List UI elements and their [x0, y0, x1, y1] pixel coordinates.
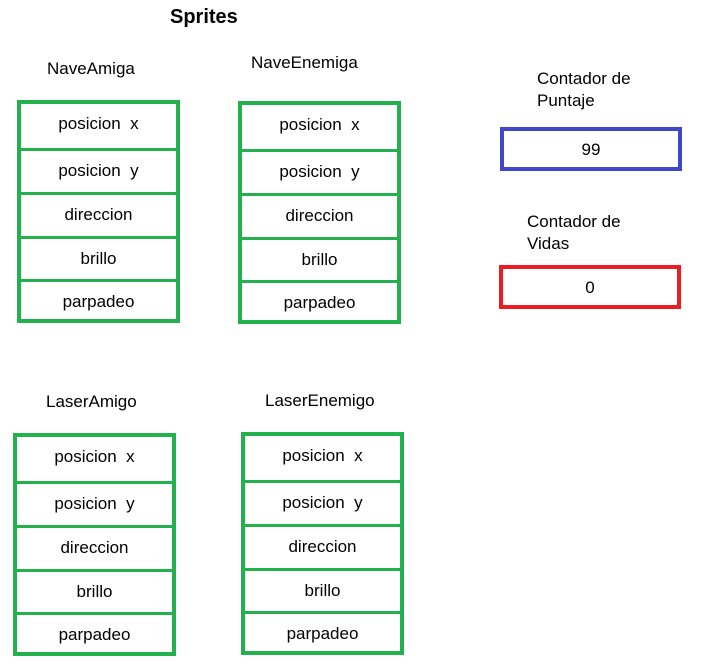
lives-counter-box: 0	[499, 265, 681, 309]
lives-counter-label-line2: Vidas	[527, 234, 570, 253]
field-posicion-x: posicion x	[282, 446, 363, 465]
field-parpadeo: parpadeo	[21, 279, 176, 323]
score-counter-label-line1: Contador de	[537, 69, 631, 88]
field-posicion-x: posicion x	[58, 114, 139, 133]
sprite-box-laser-enemigo: posicion x posicion y direccion brillo p…	[241, 432, 404, 655]
field-parpadeo: parpadeo	[245, 611, 400, 655]
field-brillo: brillo	[242, 237, 397, 281]
field-posicion-y: posicion y	[17, 481, 172, 525]
field-posicion-x: posicion x	[54, 447, 135, 466]
field-posicion-y: posicion y	[245, 480, 400, 524]
score-value: 99	[581, 140, 601, 159]
sprite-name-nave-enemiga: NaveEnemiga	[251, 53, 358, 72]
field-direccion: direccion	[242, 193, 397, 237]
field-direccion: direccion	[17, 525, 172, 569]
sprite-box-nave-amiga: posicion x posicion y direccion brillo p…	[17, 100, 180, 323]
field-posicion-x: posicion x	[279, 115, 360, 134]
lives-value: 0	[585, 278, 595, 297]
sprite-box-nave-enemiga: posicion x posicion y direccion brillo p…	[238, 101, 401, 324]
lives-counter-label-line1: Contador de	[527, 212, 621, 231]
score-counter-label: Contador de Puntaje	[537, 68, 631, 112]
diagram-title: Sprites	[170, 6, 238, 28]
field-parpadeo: parpadeo	[17, 612, 172, 656]
field-posicion-y: posicion y	[21, 148, 176, 192]
field-brillo: brillo	[21, 236, 176, 280]
field-direccion: direccion	[21, 192, 176, 236]
field-direccion: direccion	[245, 524, 400, 568]
field-posicion-y: posicion y	[242, 149, 397, 193]
field-parpadeo: parpadeo	[242, 280, 397, 324]
score-counter-box: 99	[500, 127, 682, 171]
sprite-name-nave-amiga: NaveAmiga	[47, 59, 135, 78]
score-counter-label-line2: Puntaje	[537, 91, 595, 110]
sprite-name-laser-enemigo: LaserEnemigo	[265, 391, 375, 410]
field-brillo: brillo	[17, 569, 172, 613]
sprite-box-laser-amigo: posicion x posicion y direccion brillo p…	[13, 433, 176, 656]
lives-counter-label: Contador de Vidas	[527, 211, 621, 255]
sprite-name-laser-amigo: LaserAmigo	[46, 392, 137, 411]
field-brillo: brillo	[245, 568, 400, 612]
